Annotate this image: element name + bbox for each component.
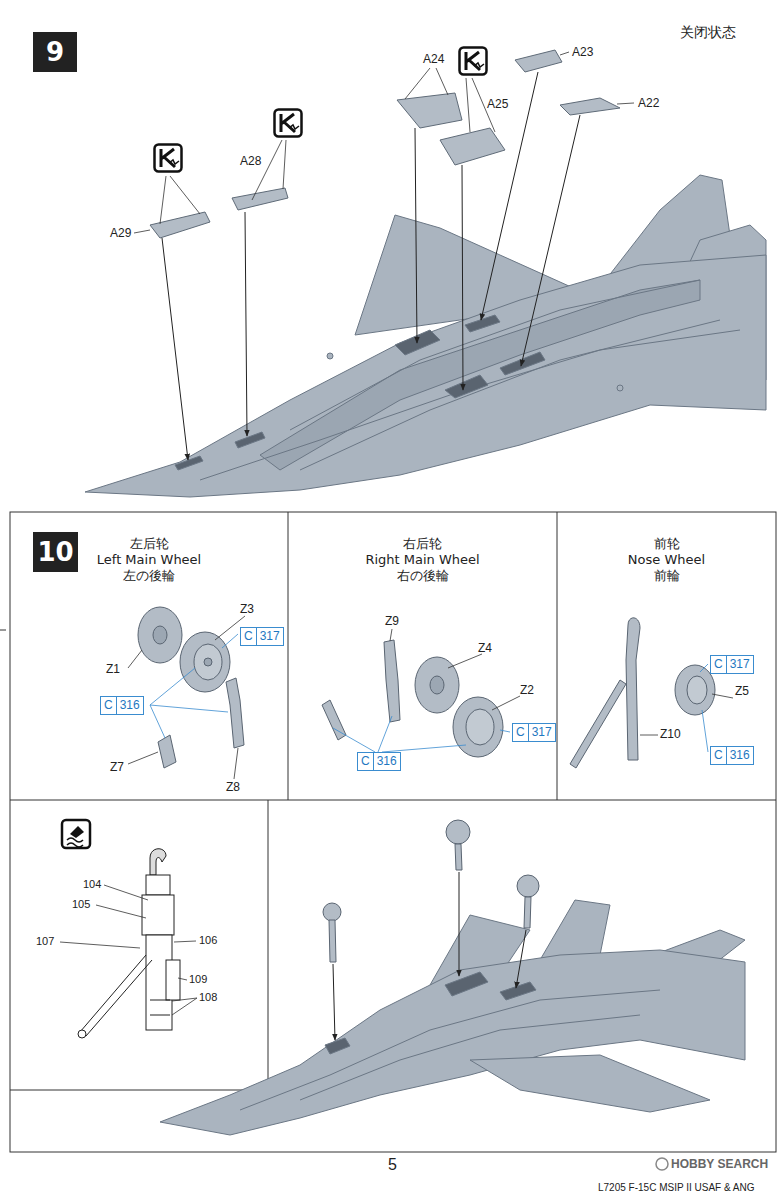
part-number: A29 — [110, 226, 131, 240]
wheel-leaders — [150, 634, 708, 752]
paint-callout: C316 — [100, 696, 144, 715]
assembly-arrows — [162, 72, 580, 460]
state-note: 关闭状态 — [680, 24, 736, 40]
panel-heading: 前轮Nose Wheel前輪 — [557, 536, 776, 584]
part-leaders — [128, 616, 733, 779]
panel-heading: 右后轮Right Main Wheel右の後輪 — [288, 536, 557, 584]
step-number-box: 10 — [33, 532, 78, 572]
part-number: A24 — [423, 52, 444, 66]
detail-leaders — [60, 885, 197, 1015]
part-number: Z7 — [110, 760, 124, 774]
heading-text: 右后轮 — [288, 536, 557, 552]
part-number: Z3 — [240, 602, 254, 616]
aircraft-top-view — [85, 175, 766, 497]
kit-footer: L7205 F-15C MSIP II USAF & ANG — [598, 1182, 755, 1194]
landing-gear — [323, 820, 539, 962]
paint-callout: C317 — [710, 655, 754, 674]
paint-code: C — [101, 697, 116, 714]
wheel-panel: 前轮Nose Wheel前輪C317C316 — [557, 512, 776, 800]
paint-callout: C316 — [710, 746, 754, 765]
nose-gear-detail — [78, 849, 180, 1038]
step-number: 9 — [46, 37, 64, 67]
page-number: 5 — [388, 1156, 397, 1174]
paint-code: 317 — [256, 628, 283, 645]
paint-callout: C317 — [240, 627, 284, 646]
part-number: A28 — [240, 154, 261, 168]
cut-icons — [155, 48, 487, 172]
part-number: A25 — [487, 97, 508, 111]
part-number: Z5 — [735, 684, 749, 698]
part-number: 108 — [199, 991, 217, 1004]
part-number: Z10 — [660, 727, 681, 741]
heading-text: 前輪 — [557, 568, 776, 584]
heading-text: 左后轮 — [10, 536, 288, 552]
step-number: 10 — [37, 537, 73, 567]
decal-icon — [62, 820, 90, 848]
paint-code: 316 — [373, 753, 400, 770]
paint-code: C — [241, 628, 256, 645]
paint-code: 317 — [726, 656, 753, 673]
heading-text: 前轮 — [557, 536, 776, 552]
heading-text: Nose Wheel — [557, 552, 776, 568]
part-number: Z2 — [520, 683, 534, 697]
part-number: 105 — [72, 898, 90, 911]
paint-code: C — [711, 656, 726, 673]
paint-code: C — [513, 724, 528, 741]
paint-callout: C316 — [357, 752, 401, 771]
wheel-panel: 左后轮Left Main Wheel左の後輪C317C316 — [10, 512, 288, 800]
heading-text: 左の後輪 — [10, 568, 288, 584]
paint-code: 316 — [726, 747, 753, 764]
paint-code: C — [358, 753, 373, 770]
part-number: Z1 — [106, 662, 120, 676]
parts — [150, 50, 620, 238]
paint-code: 316 — [116, 697, 143, 714]
step-number-box: 9 — [33, 32, 77, 72]
part-number: 106 — [199, 934, 217, 947]
part-number: 109 — [189, 973, 207, 986]
part-number: A22 — [638, 96, 659, 110]
watermark-logo — [656, 1158, 668, 1170]
install-arrows — [333, 872, 526, 1040]
part-number: 104 — [83, 878, 101, 891]
part-number: 107 — [36, 935, 54, 948]
heading-text: Right Main Wheel — [288, 552, 557, 568]
heading-text: 右の後輪 — [288, 568, 557, 584]
paint-callout: C317 — [512, 723, 556, 742]
aircraft-bottom-view — [160, 900, 745, 1135]
part-number: Z9 — [385, 614, 399, 628]
paint-code: 317 — [528, 724, 555, 741]
wheel-parts — [138, 607, 715, 768]
part-number: Z4 — [478, 641, 492, 655]
wheel-panel: 右后轮Right Main Wheel右の後輪C316C317 — [288, 512, 557, 800]
heading-text: Left Main Wheel — [10, 552, 288, 568]
part-number: Z8 — [226, 780, 240, 794]
frame-lines — [0, 512, 776, 1152]
part-number: A23 — [572, 45, 593, 59]
watermark: HOBBY SEARCH — [671, 1157, 768, 1171]
panel-heading: 左后轮Left Main Wheel左の後輪 — [10, 536, 288, 584]
paint-code: C — [711, 747, 726, 764]
